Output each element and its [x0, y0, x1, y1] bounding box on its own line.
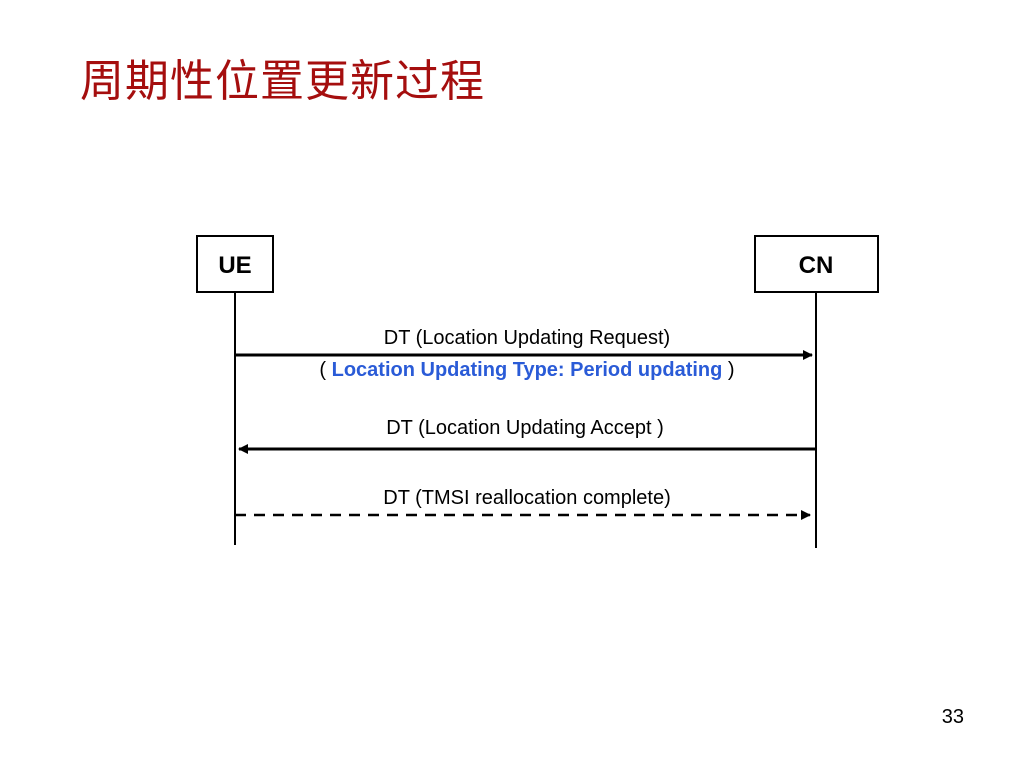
message-accept-label: DT (Location Updating Accept ): [386, 417, 664, 439]
cn-label: CN: [799, 252, 834, 279]
page-number: 33: [941, 706, 964, 728]
page-title: 周期性位置更新过程: [80, 56, 485, 107]
message-tmsi-label: DT (TMSI reallocation complete): [383, 487, 671, 509]
message-request-detail: ( Location Updating Type: Period updatin…: [319, 359, 734, 381]
ue-label: UE: [218, 252, 251, 279]
detail-open-paren: (: [319, 359, 331, 381]
detail-close-paren: ): [722, 359, 734, 381]
ue-entity: UE: [196, 235, 274, 293]
cn-entity: CN: [754, 235, 879, 293]
message-request-label: DT (Location Updating Request): [384, 327, 670, 349]
location-updating-type: Location Updating Type: Period updating: [332, 359, 723, 381]
